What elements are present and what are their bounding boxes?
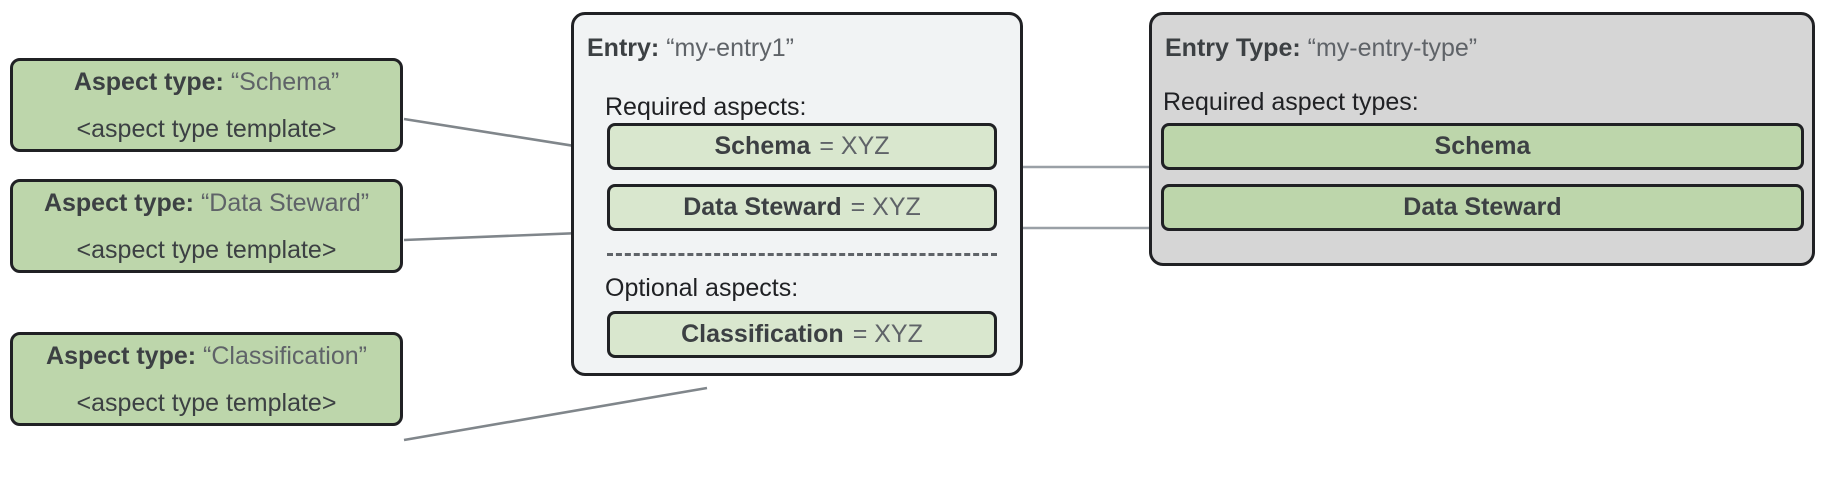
aspect-type-value: “Classification” [203,342,367,370]
aspect-type-name: Schema [1434,132,1531,160]
aspect-type-card-data-steward[interactable]: Aspect type: “Data Steward” <aspect type… [10,179,403,273]
aspect-type-name: Data Steward [1403,193,1562,221]
entry-type-card-title: Entry Type: “my-entry-type” [1165,33,1477,63]
entry-optional-aspect-classification[interactable]: Classification = XYZ [607,311,997,358]
aspect-name: Data Steward [683,193,842,221]
aspect-type-template-label: <aspect type template> [76,389,337,417]
entry-required-aspect-data-steward[interactable]: Data Steward = XYZ [607,184,997,231]
entry-type-card[interactable]: Entry Type: “my-entry-type” Required asp… [1149,12,1815,266]
aspect-value: = XYZ [852,320,923,348]
aspect-type-key: Aspect type: [73,68,224,96]
connector-classification-aspecttype-to-entry [403,386,708,442]
aspect-type-template-label: <aspect type template> [76,236,337,264]
entry-type-card-title-value: “my-entry-type” [1307,34,1478,62]
aspect-name: Schema [714,132,811,160]
entry-type-required-aspect-type-data-steward[interactable]: Data Steward [1161,184,1804,231]
entry-type-required-aspect-type-schema[interactable]: Schema [1161,123,1804,170]
aspect-type-key: Aspect type: [43,189,194,217]
aspect-value: = XYZ [819,132,890,160]
aspect-value: = XYZ [850,193,921,221]
aspect-name: Classification [681,320,844,348]
aspect-type-card-classification[interactable]: Aspect type: “Classification” <aspect ty… [10,332,403,426]
aspect-type-card-schema[interactable]: Aspect type: “Schema” <aspect type templ… [10,58,403,152]
aspect-type-title: Aspect type: “Data Steward” [44,187,369,219]
aspect-type-key: Aspect type: [46,342,197,370]
entry-card-title-key: Entry: [587,34,660,62]
aspect-type-value: “Data Steward” [200,189,370,217]
entry-card-title: Entry: “my-entry1” [587,33,794,63]
aspect-type-template-label: <aspect type template> [76,115,337,143]
entry-card[interactable]: Entry: “my-entry1” Required aspects: Sch… [571,12,1023,376]
entry-type-card-title-key: Entry Type: [1165,34,1301,62]
entry-required-optional-divider [607,253,997,256]
aspect-type-title: Aspect type: “Schema” [74,66,339,98]
aspect-type-value: “Schema” [230,68,340,96]
entry-required-aspects-label: Required aspects: [605,93,807,121]
entry-required-aspect-schema[interactable]: Schema = XYZ [607,123,997,170]
aspect-type-title: Aspect type: “Classification” [46,340,367,372]
entry-card-title-value: “my-entry1” [666,34,794,62]
entry-type-required-label: Required aspect types: [1163,88,1419,116]
entry-optional-aspects-label: Optional aspects: [605,274,799,302]
